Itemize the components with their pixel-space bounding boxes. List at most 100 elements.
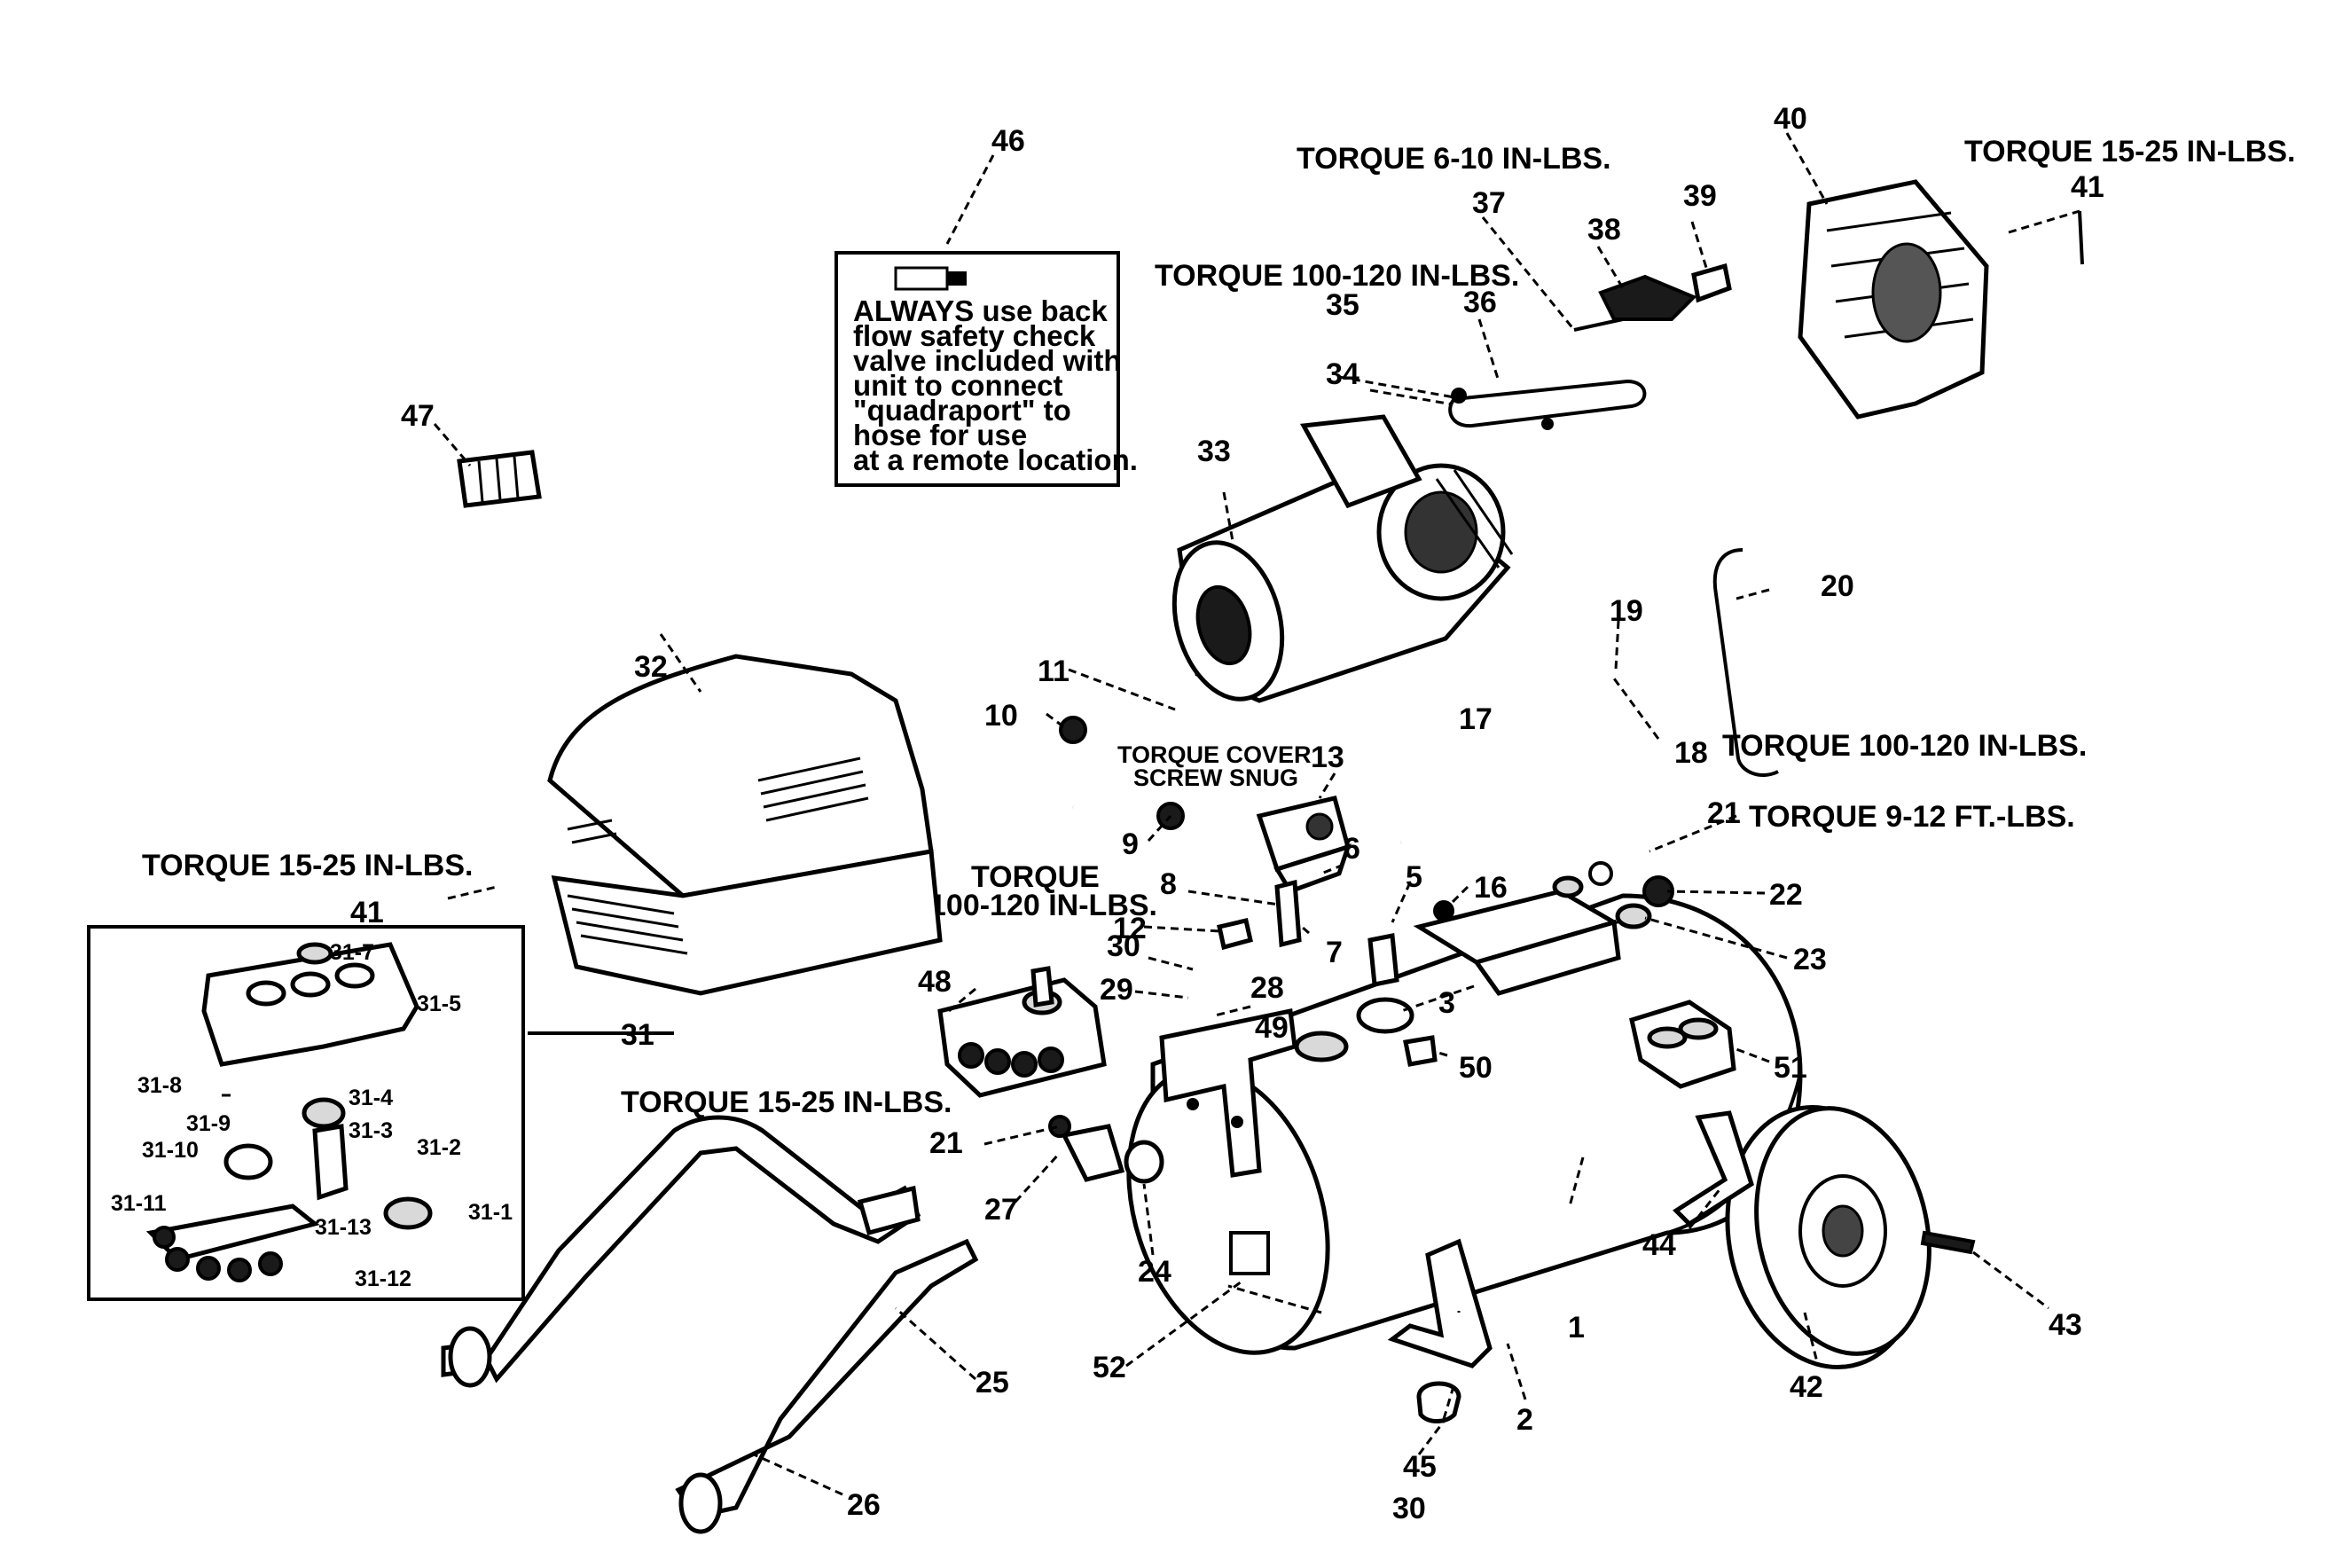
part-label-8: 8: [1160, 867, 1177, 901]
tank-label-plate: [1229, 1231, 1270, 1275]
part-label-21-left: 21: [929, 1126, 963, 1160]
tank-foot: [1387, 1238, 1493, 1368]
sub-label-31-9: 31-9: [186, 1111, 231, 1136]
inset-fitting-3: [312, 1124, 349, 1201]
axle-bolt: [1920, 1230, 1976, 1255]
part-label-41-left: 41: [350, 896, 384, 929]
power-cord-inner: [1045, 707, 1176, 810]
handle: [441, 1115, 979, 1534]
sub-label-31-7: 31-7: [330, 940, 374, 965]
handle-grip-right: [678, 1472, 723, 1534]
part-label-45: 45: [1403, 1450, 1437, 1484]
inset-nut-1: [383, 1196, 433, 1230]
part-number-labels: 46 47 40 41 37 38 39 35 36 34 33 20 19 1…: [350, 102, 2104, 1525]
part-label-38: 38: [1587, 213, 1621, 247]
part-label-29: 29: [1100, 973, 1133, 1007]
sub-label-31-4: 31-4: [349, 1086, 393, 1110]
discharge-tube: [1400, 672, 1615, 844]
part-label-49: 49: [1255, 1011, 1289, 1045]
warning-label: ALWAYS use back flow safety check valve …: [834, 251, 1138, 487]
strap-bracket: [1712, 548, 1779, 777]
part-label-17: 17: [1459, 702, 1493, 736]
torque-note-center-line2: 100-120 IN-LBS.: [929, 889, 1157, 922]
part-label-33: 33: [1197, 435, 1231, 468]
leader-lines: [433, 132, 2049, 1496]
wheel: [1725, 1105, 1931, 1369]
motor-bracket: [1629, 1000, 1736, 1089]
sub-label-31-3: 31-3: [349, 1118, 393, 1143]
warning-line-7: at a remote location.: [853, 443, 1138, 476]
valve-plate: [1598, 274, 1697, 321]
part-label-36: 36: [1463, 286, 1497, 319]
manifold-inset: [87, 925, 525, 1301]
fitting-washer-b: [1588, 861, 1613, 886]
saddle-plate: [1413, 889, 1621, 996]
part-label-31: 31: [621, 1018, 654, 1052]
sub-label-31-8: 31-8: [137, 1073, 182, 1098]
check-valve-icon: [894, 266, 949, 291]
fitting-washer-a: [1552, 875, 1584, 898]
part-label-41-top: 41: [2071, 170, 2104, 204]
head-cover: [1798, 179, 1989, 419]
warning-line-4: unit to connect: [853, 369, 1062, 402]
part-label-26: 26: [847, 1488, 881, 1522]
torque-note-15-25-top: TORQUE 15-25 IN-LBS.: [1964, 135, 2295, 169]
unloader-valve: [1274, 879, 1302, 948]
sub-label-31-2: 31-2: [417, 1135, 461, 1160]
part-label-28: 28: [1250, 971, 1284, 1005]
part-label-46: 46: [991, 124, 1025, 158]
part-label-10: 10: [984, 699, 1018, 733]
sub-label-31-12: 31-12: [355, 1266, 411, 1291]
air-tank: [1126, 893, 1803, 1355]
sub-label-31-13: 31-13: [315, 1215, 372, 1240]
part-label-2: 2: [1516, 1403, 1533, 1437]
part-label-27: 27: [984, 1193, 1018, 1227]
part-label-25: 25: [976, 1366, 1009, 1399]
part-label-32: 32: [634, 650, 668, 684]
part-label-1: 1: [1568, 1311, 1585, 1345]
warning-line-3: valve included with: [853, 344, 1122, 377]
torque-note-9-12: TORQUE 9-12 FT.-LBS.: [1749, 800, 2075, 834]
head-screw: [2008, 209, 2080, 234]
rubber-foot: [1416, 1381, 1461, 1423]
part-label-50: 50: [1459, 1051, 1493, 1085]
drain-washer: [1615, 903, 1652, 929]
pressure-switch: [1256, 796, 1352, 895]
warning-line-2: flow safety check: [853, 319, 1096, 352]
check-valve-gasket: [1403, 1035, 1438, 1067]
motor-pump-assembly: [1171, 414, 1514, 703]
torque-note-15-25-left: TORQUE 15-25 IN-LBS.: [142, 849, 473, 882]
warning-line-6: hose for use: [853, 419, 1027, 451]
sub-label-31-11: 31-11: [111, 1191, 167, 1216]
part-label-19: 19: [1610, 594, 1643, 628]
part-label-30-bottom: 30: [1392, 1492, 1426, 1525]
inset-gauge-ring: [296, 942, 333, 965]
part-label-44: 44: [1642, 1228, 1676, 1262]
center-washer: [1294, 1031, 1349, 1062]
part-label-40: 40: [1774, 102, 1807, 136]
part-label-23: 23: [1793, 943, 1827, 976]
warning-line-5: "quadraport" to: [853, 394, 1071, 427]
warning-line-1: ALWAYS use back: [853, 294, 1108, 327]
part-label-51: 51: [1774, 1051, 1807, 1085]
part-label-12: 12: [1113, 912, 1147, 945]
part-label-13: 13: [1311, 741, 1344, 774]
sub-label-31-5: 31-5: [417, 992, 461, 1016]
sub-label-31-1: 31-1: [468, 1200, 513, 1225]
inset-nut-9: [223, 1143, 273, 1180]
part-label-34: 34: [1326, 357, 1359, 391]
part-label-6: 6: [1344, 832, 1360, 866]
part-label-52: 52: [1093, 1351, 1126, 1384]
air-filter: [1691, 263, 1732, 303]
part-label-39: 39: [1683, 179, 1717, 213]
quick-coupler: [1124, 1140, 1164, 1184]
sub-label-31-10: 31-10: [142, 1138, 199, 1163]
quick-connect-fitting: [457, 450, 542, 508]
part-label-47: 47: [401, 399, 435, 433]
torque-cover-note-line2: SCREW SNUG: [1133, 764, 1298, 791]
inset-manifold-bar: [145, 1203, 320, 1262]
manifold: [937, 966, 1107, 1098]
part-label-11: 11: [1038, 655, 1070, 688]
part-label-21-right: 21: [1707, 796, 1741, 830]
part-label-24: 24: [1138, 1255, 1171, 1289]
